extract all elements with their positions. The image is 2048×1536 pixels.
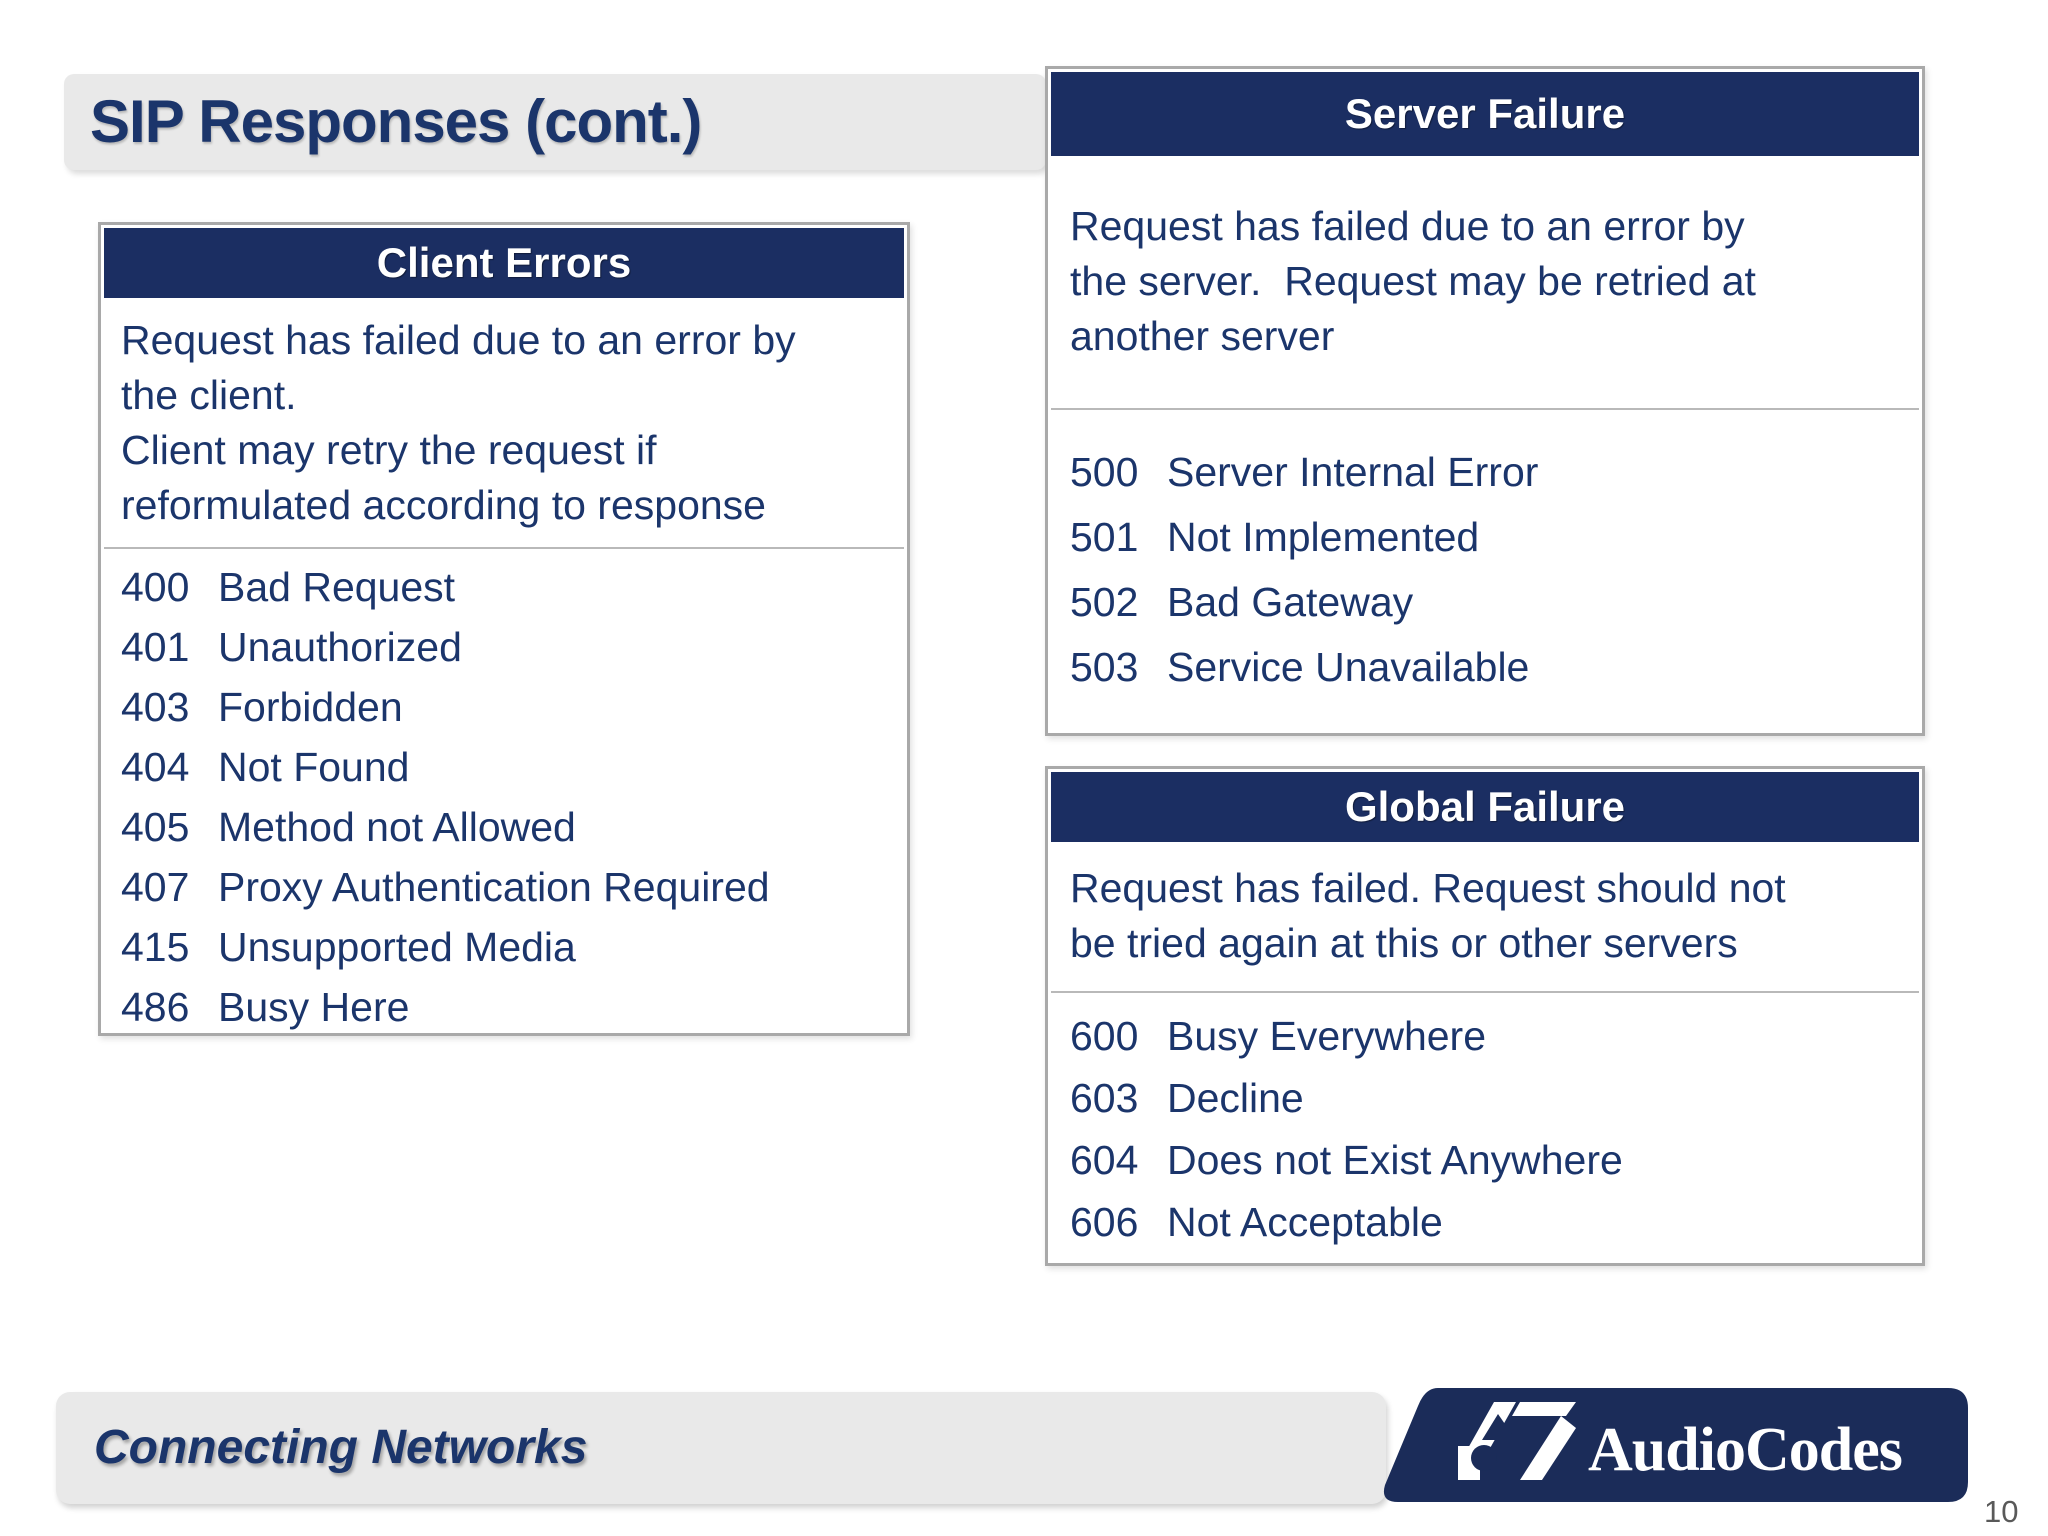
status-code-label: Proxy Authentication Required: [218, 864, 770, 910]
server-failure-header: Server Failure: [1051, 72, 1919, 156]
status-code-label: Not Acceptable: [1167, 1199, 1443, 1245]
global-failure-header: Global Failure: [1051, 772, 1919, 842]
status-code: 403: [121, 684, 190, 730]
status-code: 606: [1070, 1199, 1139, 1245]
client-errors-panel: Client Errors Request has failed due to …: [98, 222, 910, 1036]
description-line: Request has failed due to an error by: [121, 317, 796, 363]
status-code-row: 603 Decline: [1070, 1067, 1908, 1129]
client-errors-code-list: 400 Bad Request 401 Unauthorized 403 For…: [101, 549, 907, 1043]
description-line: reformulated according to response: [121, 482, 766, 528]
status-code: 500: [1070, 449, 1139, 495]
description-line: the client.: [121, 372, 297, 418]
client-errors-description: Request has failed due to an error by th…: [101, 301, 907, 547]
server-failure-code-list: 500 Server Internal Error 501 Not Implem…: [1048, 410, 1922, 706]
status-code-label: Server Internal Error: [1167, 449, 1539, 495]
description-line: Request has failed due to an error by: [1070, 203, 1745, 249]
status-code: 405: [121, 804, 190, 850]
status-code: 404: [121, 744, 190, 790]
status-code-row: 403 Forbidden: [121, 677, 893, 737]
page-number: 10: [1984, 1494, 2019, 1529]
section-divider: [1051, 408, 1919, 410]
status-code: 400: [121, 564, 190, 610]
global-failure-description: Request has failed. Request should not b…: [1048, 845, 1922, 991]
status-code-label: Not Found: [218, 744, 410, 790]
status-code-row: 404 Not Found: [121, 737, 893, 797]
status-code-row: 600 Busy Everywhere: [1070, 1005, 1908, 1067]
server-failure-description: Request has failed due to an error by th…: [1048, 159, 1922, 408]
status-code-label: Not Implemented: [1167, 514, 1480, 560]
title-bar: SIP Responses (cont.): [64, 74, 1046, 170]
status-code-row: 486 Busy Here: [121, 977, 893, 1037]
audiocodes-mark-icon: [1458, 1402, 1576, 1480]
status-code-row: 407 Proxy Authentication Required: [121, 857, 893, 917]
server-failure-panel: Server Failure Request has failed due to…: [1045, 66, 1925, 736]
status-code-label: Service Unavailable: [1167, 644, 1530, 690]
status-code-label: Busy Everywhere: [1167, 1013, 1487, 1059]
status-code-row: 405 Method not Allowed: [121, 797, 893, 857]
status-code-row: 500 Server Internal Error: [1070, 440, 1908, 505]
status-code: 604: [1070, 1137, 1139, 1183]
footer-tagline: Connecting Networks: [94, 1421, 588, 1474]
status-code-row: 503 Service Unavailable: [1070, 635, 1908, 700]
status-code-label: Bad Request: [218, 564, 456, 610]
footer-bar: Connecting Networks: [56, 1392, 1386, 1504]
status-code: 503: [1070, 644, 1139, 690]
status-code-label: Unauthorized: [218, 624, 462, 670]
status-code-row: 606 Not Acceptable: [1070, 1191, 1908, 1253]
section-divider: [104, 547, 904, 549]
client-errors-header: Client Errors: [104, 228, 904, 298]
status-code: 486: [121, 984, 190, 1030]
status-code-label: Method not Allowed: [218, 804, 576, 850]
status-code-row: 400 Bad Request: [121, 557, 893, 617]
status-code: 600: [1070, 1013, 1139, 1059]
status-code-label: Forbidden: [218, 684, 403, 730]
status-code-row: 501 Not Implemented: [1070, 505, 1908, 570]
status-code-row: 415 Unsupported Media: [121, 917, 893, 977]
page-title: SIP Responses (cont.): [90, 88, 702, 155]
status-code: 603: [1070, 1075, 1139, 1121]
status-code: 415: [121, 924, 190, 970]
status-code-row: 604 Does not Exist Anywhere: [1070, 1129, 1908, 1191]
status-code: 502: [1070, 579, 1139, 625]
status-code: 401: [121, 624, 190, 670]
section-divider: [1051, 991, 1919, 993]
status-code-row: 401 Unauthorized: [121, 617, 893, 677]
global-failure-code-list: 600 Busy Everywhere 603 Decline 604 Does…: [1048, 993, 1922, 1259]
status-code-label: Busy Here: [218, 984, 410, 1030]
description-line: Request has failed. Request should not: [1070, 865, 1786, 911]
description-line: the server. Request may be retried at: [1070, 258, 1756, 304]
status-code: 501: [1070, 514, 1139, 560]
description-line: another server: [1070, 313, 1335, 359]
status-code-label: Decline: [1167, 1075, 1304, 1121]
status-code: 407: [121, 864, 190, 910]
logo-wordmark: AudioCodes: [1588, 1416, 1902, 1484]
description-line: Client may retry the request if: [121, 427, 657, 473]
status-code-label: Bad Gateway: [1167, 579, 1414, 625]
audiocodes-logo: AudioCodes: [1383, 1388, 1968, 1502]
status-code-label: Does not Exist Anywhere: [1167, 1137, 1623, 1183]
description-line: be tried again at this or other servers: [1070, 920, 1738, 966]
status-code-label: Unsupported Media: [218, 924, 576, 970]
global-failure-panel: Global Failure Request has failed. Reque…: [1045, 766, 1925, 1266]
status-code-row: 502 Bad Gateway: [1070, 570, 1908, 635]
